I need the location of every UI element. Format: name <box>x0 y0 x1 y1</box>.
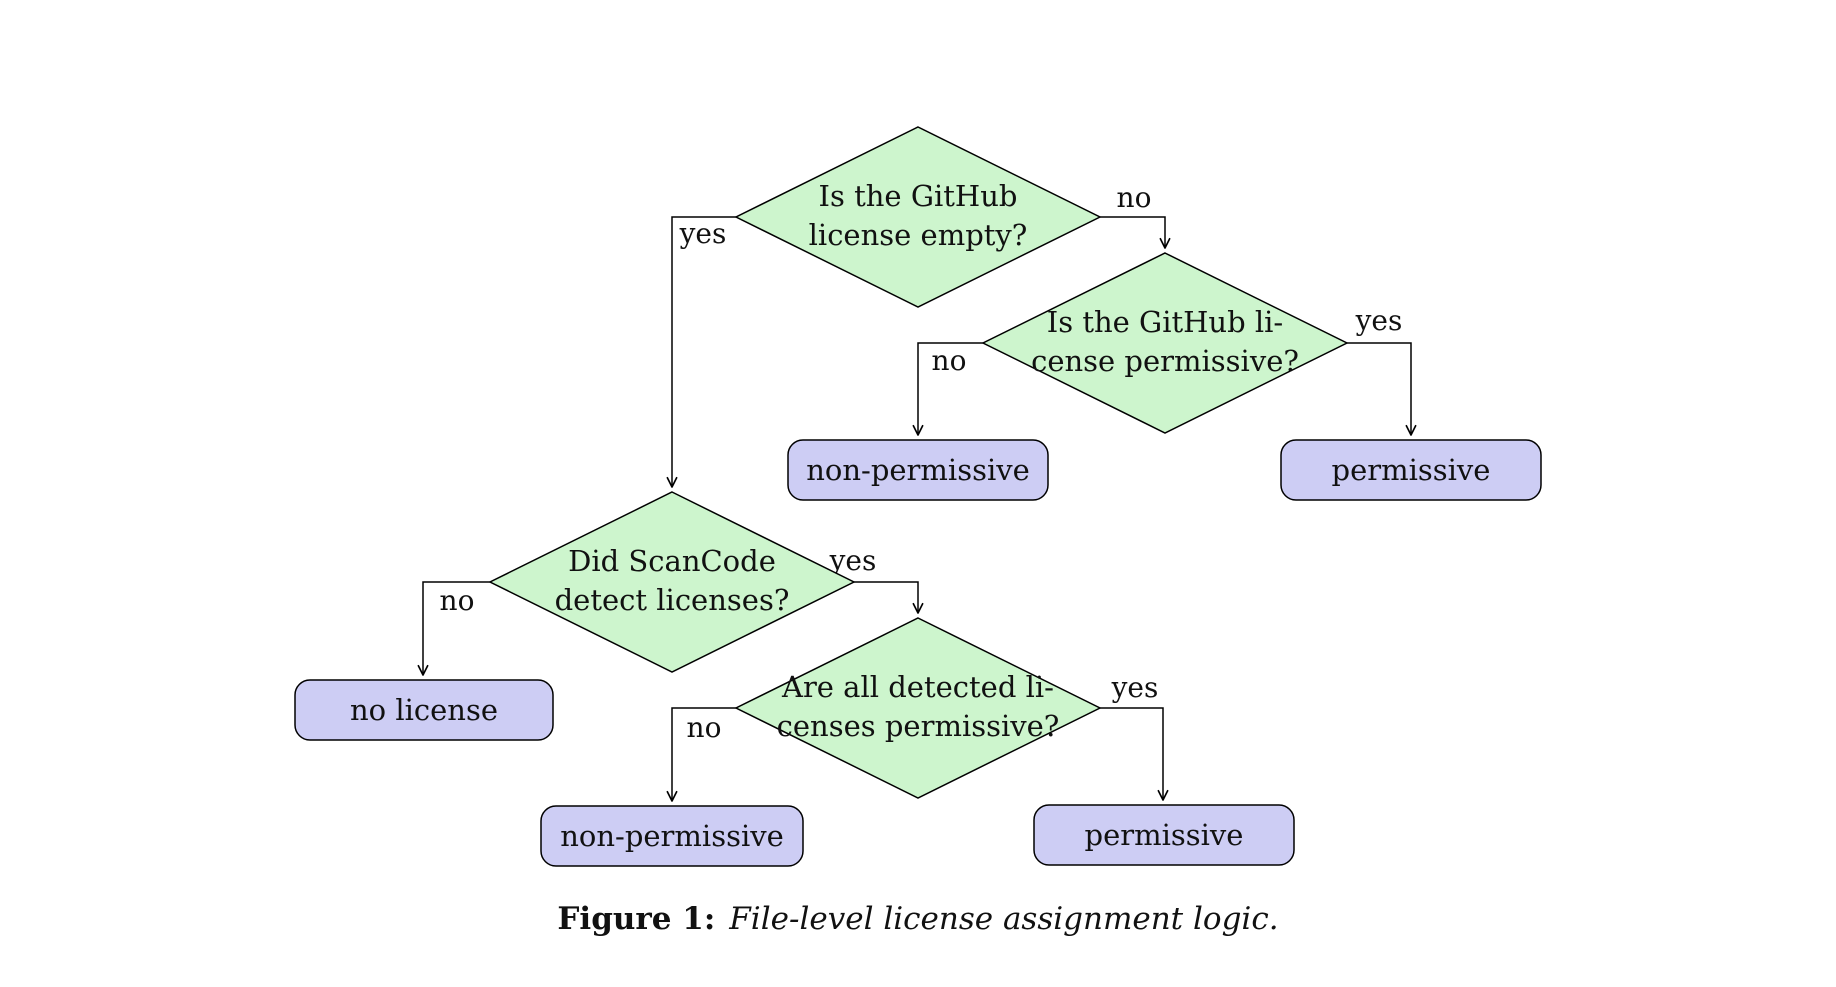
decision-diamond <box>488 491 856 673</box>
decision-text-line1: Is the GitHub li- <box>1047 305 1283 339</box>
decision-text-line2: detect licenses? <box>555 583 790 617</box>
edge-line <box>417 581 490 676</box>
outcome-permissive-scancode: permissive <box>1033 804 1295 866</box>
decision-diamond <box>734 126 1102 308</box>
decision-scancode-detect: Did ScanCode detect licenses? <box>488 491 856 673</box>
outcome-non-permissive-github: non-permissive <box>787 439 1049 501</box>
outcome-label: non-permissive <box>806 453 1030 487</box>
decision-text-line1: Are all detected li- <box>781 670 1054 704</box>
decision-text-line2: license empty? <box>809 218 1028 252</box>
outcome-label: permissive <box>1332 453 1491 487</box>
edge-label-yes: yes <box>1355 304 1403 337</box>
outcome-box <box>1033 804 1295 866</box>
edge-label-no: no <box>1117 181 1152 214</box>
outcome-label: permissive <box>1085 818 1244 852</box>
decision-text-line1: Is the GitHub <box>819 179 1018 213</box>
edge-line <box>854 581 924 614</box>
outcome-box <box>540 805 804 867</box>
decision-all-detected-permissive: Are all detected li- censes permissive? <box>734 617 1102 799</box>
figure-caption-text: File-level license assignment logic. <box>729 901 1279 937</box>
outcome-label: no license <box>350 693 498 727</box>
decision-text-line2: censes permissive? <box>777 709 1060 743</box>
edge-label-no: no <box>932 344 967 377</box>
edge-license-empty-yes: yes <box>666 216 736 488</box>
edge-label-no: no <box>440 584 475 617</box>
decision-text-line2: cense permissive? <box>1031 344 1299 378</box>
edge-label-yes: yes <box>1111 671 1159 704</box>
outcome-permissive-github: permissive <box>1280 439 1542 501</box>
edge-github-permissive-yes: yes <box>1347 304 1417 436</box>
edge-license-empty-no: no <box>1100 181 1171 249</box>
edge-label-yes: yes <box>829 544 877 577</box>
decision-license-empty: Is the GitHub license empty? <box>734 126 1102 308</box>
decision-github-license-permissive: Is the GitHub li- cense permissive? <box>981 252 1349 434</box>
edge-line <box>1100 216 1171 249</box>
edge-line <box>1347 342 1417 436</box>
edge-label-no: no <box>687 711 722 744</box>
outcome-non-permissive-scancode: non-permissive <box>540 805 804 867</box>
decision-diamond <box>734 617 1102 799</box>
edge-line <box>1100 707 1169 801</box>
edge-line <box>666 707 736 802</box>
outcome-box <box>787 439 1049 501</box>
figure-caption-label: Figure 1: <box>557 901 716 937</box>
decision-text-line1: Did ScanCode <box>568 544 776 578</box>
outcome-box <box>294 679 554 741</box>
edge-scancode-detect-yes: yes <box>829 544 924 614</box>
outcome-label: non-permissive <box>560 819 784 853</box>
edge-github-permissive-no: no <box>912 342 983 436</box>
edge-all-permissive-yes: yes <box>1100 671 1169 801</box>
edge-scancode-detect-no: no <box>417 581 490 676</box>
outcome-no-license: no license <box>294 679 554 741</box>
edge-all-permissive-no: no <box>666 707 736 802</box>
edge-label-yes: yes <box>679 217 727 250</box>
decision-diamond <box>981 252 1349 434</box>
figure-caption: Figure 1: File-level license assignment l… <box>0 901 1836 937</box>
outcome-box <box>1280 439 1542 501</box>
edge-line <box>666 216 736 488</box>
edge-line <box>912 342 983 436</box>
